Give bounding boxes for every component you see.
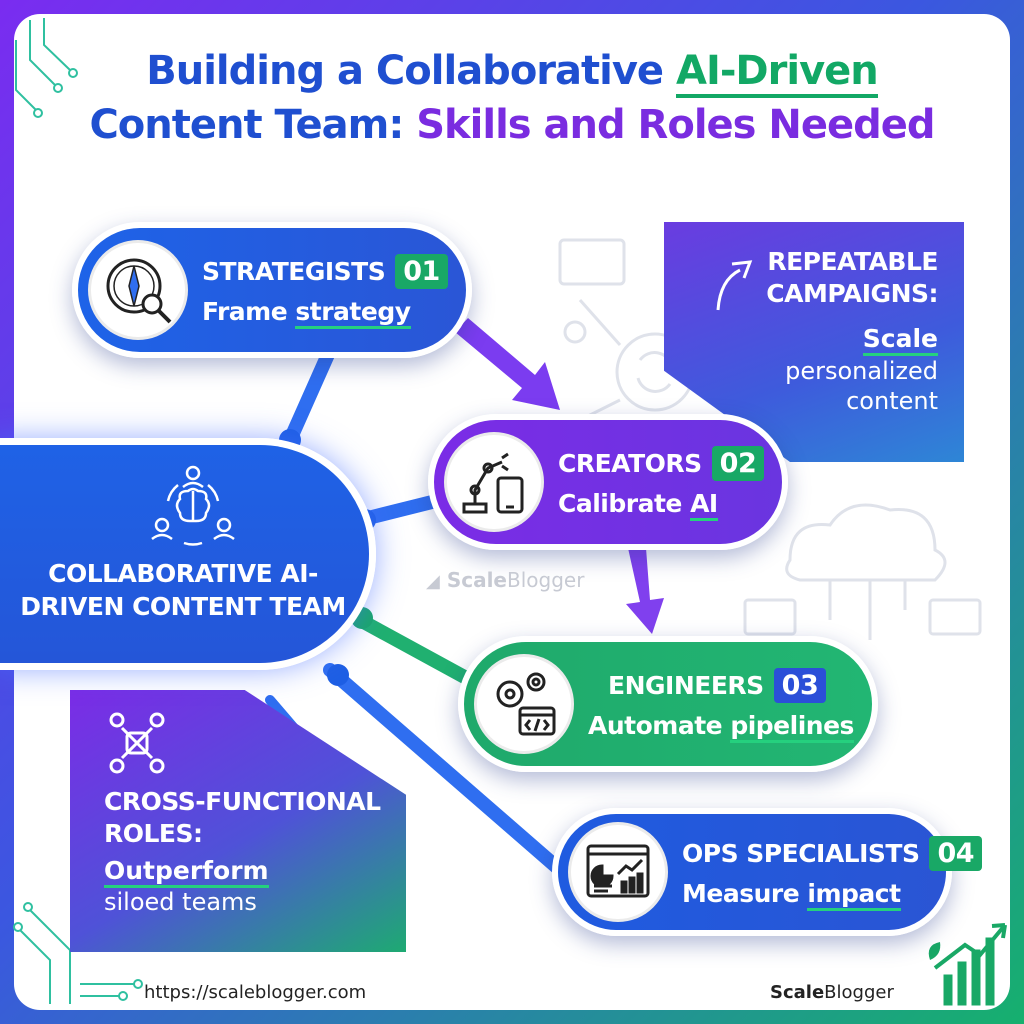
footer-brand-light: Blogger — [824, 982, 894, 1003]
repeatable-sub1: Scale — [862, 324, 938, 356]
cross-title-line1: CROSS-FUNCTIONAL — [104, 787, 381, 816]
ops-desc-b: impact — [807, 879, 901, 911]
watermark-logo-icon: ◢ — [426, 571, 440, 592]
flow-arrow-1 — [455, 318, 560, 410]
repeatable-sub2-line1: personalized — [785, 357, 938, 385]
engineers-number-badge: 03 — [773, 668, 827, 703]
title-highlight-ai: AI-Driven — [675, 48, 879, 98]
creators-text: CREATORS 02 Calibrate AI — [558, 446, 765, 521]
strategists-desc-a: Frame — [202, 297, 296, 326]
footer-url[interactable]: https://scaleblogger.com — [144, 982, 367, 1003]
title-part3: Content Team: — [89, 102, 417, 148]
engineers-desc-a: Automate — [588, 711, 731, 740]
ops-text: OPS SPECIALISTS 04 Measure impact — [682, 836, 983, 911]
title-highlight-skills: Skills and Roles Needed — [416, 102, 935, 148]
repeatable-campaigns-card: REPEATABLE CAMPAIGNS: Scale personalized… — [664, 222, 964, 462]
ops-number-badge: 04 — [929, 836, 983, 871]
strategists-number-badge: 01 — [395, 254, 448, 289]
ops-title: OPS SPECIALISTS 04 — [682, 836, 983, 871]
title-part1: Building a Collaborative — [146, 48, 676, 94]
repeatable-sub2: personalized content — [785, 356, 938, 416]
compass-magnifier-icon — [88, 240, 188, 340]
role-node-ops-specialists: OPS SPECIALISTS 04 Measure impact — [552, 808, 983, 936]
cross-sub1: Outperform — [104, 856, 269, 888]
creators-title: CREATORS 02 — [558, 446, 765, 481]
curved-arrow-up-icon — [716, 260, 753, 311]
flow-arrow-2 — [626, 548, 664, 634]
creators-name: CREATORS — [558, 449, 702, 478]
watermark-bold: Scale — [446, 568, 507, 592]
ops-name: OPS SPECIALISTS — [682, 839, 920, 868]
circuit-decoration-tl — [15, 18, 78, 118]
creators-number-badge: 02 — [711, 446, 765, 481]
engineers-desc-b: pipelines — [730, 711, 854, 743]
strategists-desc: Frame strategy — [202, 297, 448, 329]
repeatable-title-line1: REPEATABLE — [767, 247, 938, 276]
dashboard-chart-icon — [568, 822, 668, 922]
cross-title: CROSS-FUNCTIONAL ROLES: — [104, 786, 381, 850]
strategists-text: STRATEGISTS 01 Frame strategy — [202, 254, 448, 329]
page-title: Building a Collaborative AI-Driven Conte… — [0, 44, 1024, 152]
engineers-text: ENGINEERS 03 Automate pipelines — [588, 668, 854, 743]
repeatable-sub2-line2: content — [846, 387, 938, 415]
engineers-desc: Automate pipelines — [588, 711, 854, 743]
engineers-name: ENGINEERS — [608, 671, 764, 700]
repeatable-title: REPEATABLE CAMPAIGNS: — [766, 246, 938, 310]
ops-desc: Measure impact — [682, 879, 982, 911]
cloud-watermark-icon — [743, 503, 982, 640]
creators-desc: Calibrate AI — [558, 489, 764, 521]
cross-sub2: siloed teams — [104, 888, 257, 916]
footer-brand-bold: Scale — [770, 982, 825, 1003]
role-node-engineers: ENGINEERS 03 Automate pipelines — [458, 636, 878, 772]
robot-arm-tablet-icon — [444, 432, 544, 532]
center-hub-label: COLLABORATIVE AI-DRIVEN CONTENT TEAM — [20, 559, 346, 621]
strategists-name: STRATEGISTS — [202, 257, 386, 286]
ops-desc-a: Measure — [682, 879, 808, 908]
gears-code-icon — [474, 654, 574, 754]
watermark-light: Blogger — [507, 568, 585, 592]
creators-desc-a: Calibrate — [558, 489, 691, 518]
role-node-creators: CREATORS 02 Calibrate AI — [428, 414, 788, 550]
team-network-icon — [109, 712, 165, 774]
role-node-strategists: STRATEGISTS 01 Frame strategy — [72, 222, 472, 358]
growth-chart-icon — [928, 923, 1007, 1006]
center-hub: COLLABORATIVE AI-DRIVEN CONTENT TEAM — [0, 438, 376, 670]
cross-title-line2: ROLES: — [104, 819, 203, 848]
strategists-desc-b: strategy — [295, 297, 411, 329]
scaleblogger-watermark: ◢ ScaleBlogger — [426, 568, 584, 592]
footer-brand: ScaleBlogger — [770, 982, 894, 1003]
engineers-title: ENGINEERS 03 — [608, 668, 854, 703]
creators-desc-b: AI — [690, 489, 718, 521]
brain-team-icon — [151, 465, 235, 546]
repeatable-title-line2: CAMPAIGNS: — [766, 279, 938, 308]
strategists-title: STRATEGISTS 01 — [202, 254, 448, 289]
